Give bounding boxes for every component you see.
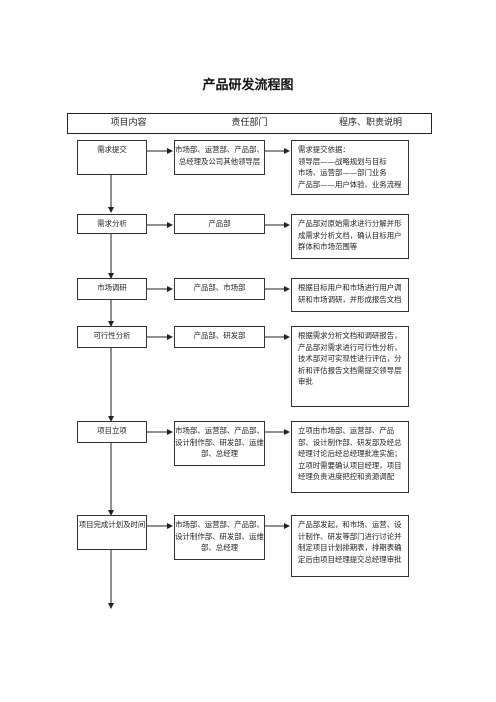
desc-box-4: 根据需求分析文档和调研报告，产品部对需求进行可行性分析，技术部对可实现性进行评估… bbox=[291, 326, 409, 407]
item-box-1: 需求提交 bbox=[77, 140, 147, 175]
dept-box-6: 市场部、运营部、产品部、设计制作部、研发部、运维部、总经理 bbox=[174, 515, 265, 560]
page-title: 产品研发流程图 bbox=[202, 78, 294, 93]
table-header: 项目内容 责任部门 程序、职责说明 bbox=[67, 113, 432, 134]
header-dept: 责任部门 bbox=[231, 118, 268, 128]
item-box-4: 可行性分析 bbox=[77, 326, 147, 348]
desc-box-6: 产品部发起，和市场、运营、设计制作、研发等部门进行讨论并制定项目计划排期表，排期… bbox=[291, 515, 409, 577]
dept-box-5: 市场部、运营部、产品部、设计制作部、研发部、运维部、总经理 bbox=[174, 421, 265, 466]
dept-box-1: 市场部、运营部、产品部、总经理及公司其他领导层 bbox=[174, 140, 265, 175]
desc-box-1: 需求提交依据： 领导层——战略规划与目标 市场、运营部——部门业务 产品部——用… bbox=[291, 140, 409, 195]
desc-box-5: 立项由市场部、运营部、产品部、设计制作部、研发部及经总经理讨论后经总经理批准实施… bbox=[291, 421, 409, 493]
item-box-6: 项目完成计划及时间 bbox=[77, 515, 147, 550]
dept-box-3: 产品部、市场部 bbox=[174, 278, 265, 300]
item-box-2: 需求分析 bbox=[77, 214, 147, 234]
item-box-3: 市场调研 bbox=[77, 278, 147, 300]
header-item: 项目内容 bbox=[110, 118, 147, 128]
item-box-5: 项目立项 bbox=[77, 421, 147, 443]
dept-box-2: 产品部 bbox=[174, 214, 265, 234]
header-desc: 程序、职责说明 bbox=[338, 118, 402, 128]
dept-box-4: 产品部、研发部 bbox=[174, 326, 265, 348]
desc-box-2: 产品部对原始需求进行分解并形成需求分析文档，确认目标用户群体和市场范围等 bbox=[291, 214, 409, 259]
desc-box-3: 根据目标用户和市场进行用户调研和市场调研，并形成报告文档 bbox=[291, 278, 409, 312]
